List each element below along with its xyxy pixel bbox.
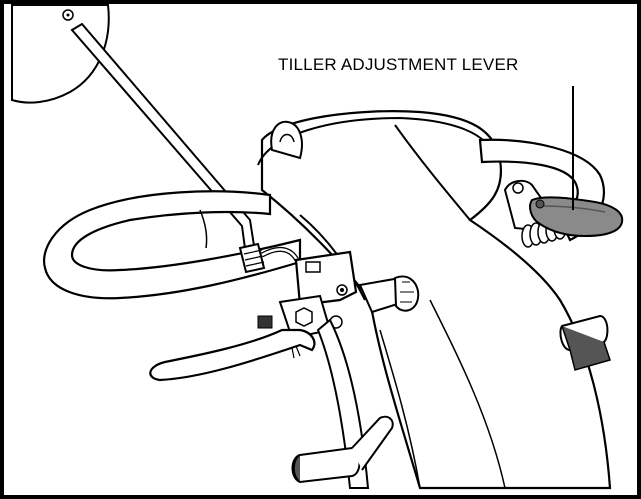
- tiller-adjustment-lever: [529, 196, 624, 238]
- brake-cable-inner: [261, 248, 300, 263]
- top-knob: [270, 120, 303, 160]
- fitting-threads: [243, 249, 265, 267]
- adjuster-screw: [257, 315, 273, 329]
- clamp-nut-ridges: [400, 281, 414, 303]
- lever-pivot: [535, 199, 545, 209]
- tiller-inner-line: [429, 299, 506, 489]
- handlebar-left-seam: [199, 209, 208, 249]
- brake-master-block: [294, 250, 358, 307]
- pedal-left-tip: [293, 454, 301, 483]
- master-bolt-center: [340, 288, 344, 292]
- brake-lever: [149, 328, 316, 382]
- top-knob-hole: [279, 133, 295, 143]
- master-cap-screw: [305, 261, 321, 273]
- pedal-right-face: [561, 325, 611, 371]
- pedal-left-arm: [351, 415, 394, 471]
- lever-bottom-detail: [291, 345, 301, 359]
- pivot-nut: [295, 307, 313, 327]
- mirror-screw-center: [66, 13, 70, 17]
- callout-label: TILLER ADJUSTMENT LEVER: [278, 55, 519, 74]
- console-ridge: [394, 124, 471, 221]
- bracket-bolt: [512, 182, 524, 194]
- handlebar-left: [43, 190, 302, 300]
- tiller-inner-line-2: [379, 329, 421, 489]
